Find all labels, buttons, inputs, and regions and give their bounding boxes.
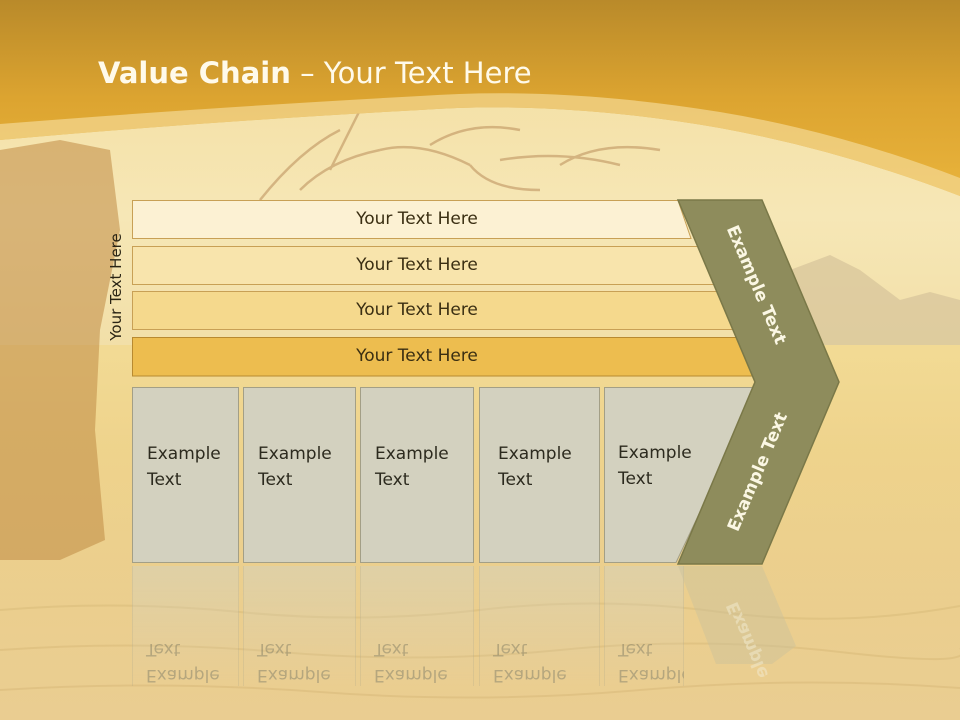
support-bar-4: Your Text Here: [132, 337, 764, 377]
margin-chevron: [676, 199, 840, 664]
card-4-line-2: Text: [498, 470, 533, 490]
support-bar-1: Your Text Here: [132, 200, 692, 239]
card-1-line-1: Example: [147, 444, 221, 464]
activity-card-5-shape: [604, 387, 760, 563]
side-label: Your Text Here: [107, 233, 125, 341]
card-5-line-2: Text: [618, 469, 653, 489]
card-2-line-1: Example: [258, 444, 332, 464]
card-4-line-1: Example: [498, 444, 572, 464]
title-bold: Value Chain: [98, 56, 291, 90]
card-2-line-2: Text: [258, 470, 293, 490]
support-bar-2: Your Text Here: [132, 246, 717, 285]
card-3-line-1: Example: [375, 444, 449, 464]
support-bar-4-label: Your Text Here: [356, 346, 478, 366]
card-3-line-2: Text: [375, 470, 410, 490]
support-bar-3-label: Your Text Here: [356, 300, 478, 320]
support-bar-1-label: Your Text Here: [356, 209, 478, 229]
title-rest: – Your Text Here: [290, 56, 532, 90]
card-5-line-1: Example: [618, 443, 692, 463]
card-1-line-2: Text: [147, 470, 182, 490]
support-bar-2-label: Your Text Here: [356, 255, 478, 275]
support-bar-3: Your Text Here: [132, 291, 740, 330]
support-bar-1-shape: [132, 200, 692, 239]
slide-title: Value Chain – Your Text Here: [98, 56, 532, 90]
